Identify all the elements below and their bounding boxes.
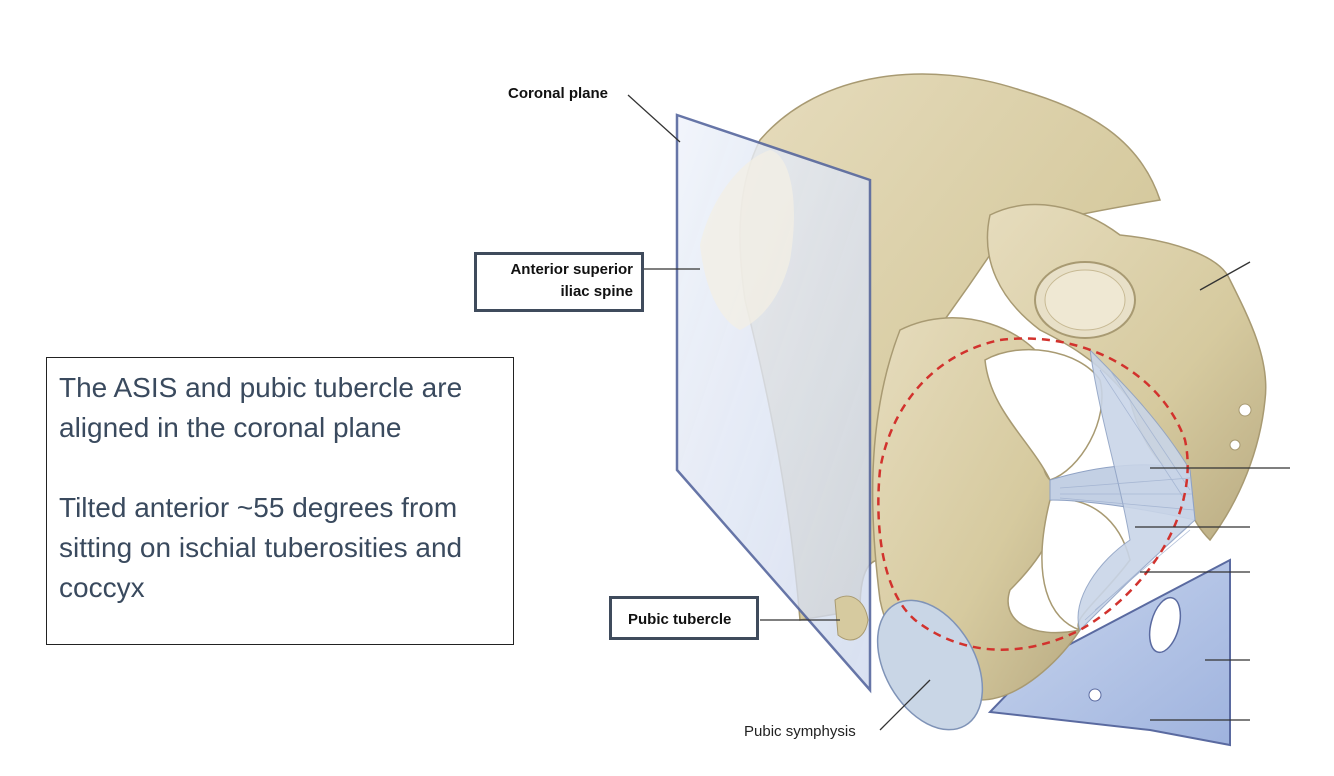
asis-label-line2: iliac spine (560, 283, 633, 300)
ligament-fibers (1059, 369, 1195, 621)
membrane-hole-small (1088, 688, 1102, 702)
greater-sciatic-opening (984, 348, 1103, 481)
pubic-symphysis-label: Pubic symphysis (744, 723, 856, 740)
info-box: The ASIS and pubic tubercle are aligned … (46, 357, 514, 645)
membrane-hole (1148, 596, 1182, 654)
asis-bone-through-plane (700, 150, 794, 330)
pubic-tubercle-label-box: Pubic tubercle (609, 596, 759, 640)
asis-label-line1: Anterior superior (510, 261, 633, 278)
sacral-foramen-1 (1238, 403, 1252, 417)
leader-lines (627, 94, 1290, 731)
pelvic-inlet-outline (877, 337, 1189, 651)
pubic-tubercle-label: Pubic tubercle (628, 611, 732, 628)
pubic-tubercle-bone (834, 595, 869, 641)
sacral-foramen-2 (1229, 439, 1241, 451)
info-paragraph-tilt: Tilted anterior ~55 degrees from sitting… (59, 492, 463, 603)
info-paragraph-alignment: The ASIS and pubic tubercle are aligned … (59, 372, 463, 443)
sacrotuberous-ligament (1077, 348, 1196, 631)
asis-label-box: Anterior superior iliac spine (474, 252, 644, 312)
vertebral-body-inner (1044, 269, 1126, 331)
coronal-plane-label: Coronal plane (508, 85, 609, 102)
pubic-symphysis-disc (876, 599, 984, 731)
